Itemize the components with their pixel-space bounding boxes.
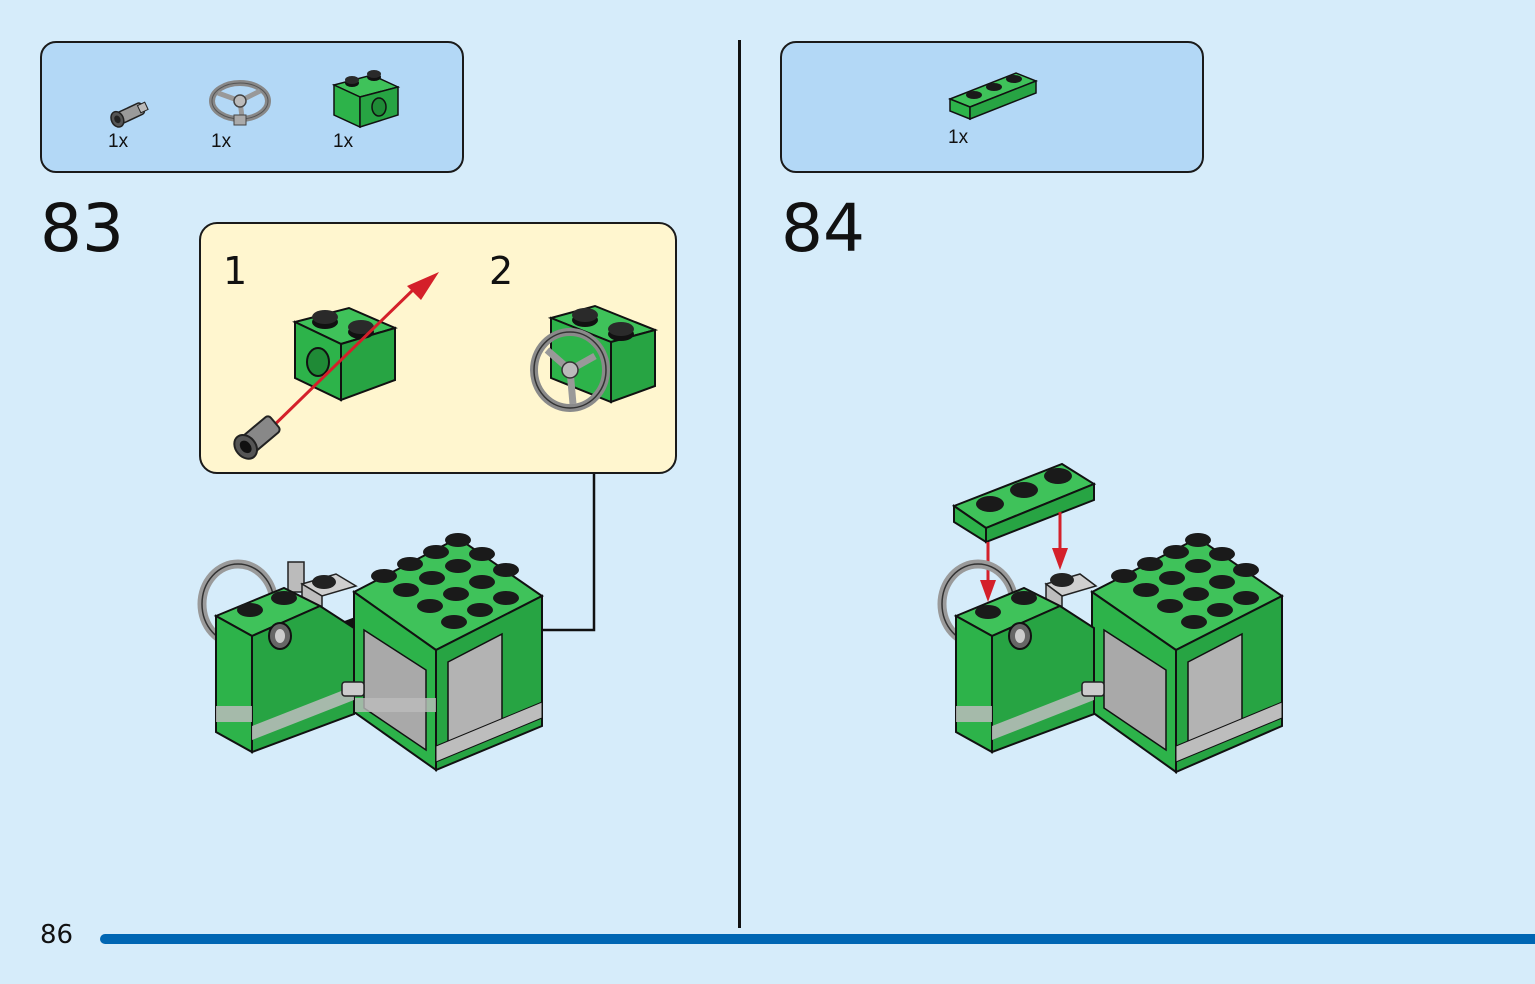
progress-bar [100, 934, 1535, 944]
substep-1-illustration [233, 272, 439, 460]
technic-brick-icon [331, 70, 401, 129]
part-qty: 1x [333, 131, 354, 152]
step-number: 84 [781, 190, 865, 267]
parts-box-step-84: 1x [780, 41, 1204, 173]
substep-number: 2 [489, 249, 514, 293]
page-divider [738, 40, 741, 928]
axle-pin-icon [110, 101, 149, 128]
plate-1x3-icon [947, 72, 1039, 121]
parts-box-step-83: 1x 1x 1x [40, 41, 464, 173]
steering-wheel-icon [209, 80, 271, 126]
part-qty: 1x [108, 131, 129, 152]
part-qty: 1x [948, 127, 969, 148]
substep-number: 1 [223, 249, 248, 293]
substep-2-illustration [530, 304, 659, 412]
step-83-model [197, 533, 544, 772]
sub-assembly-callout: 1 2 [199, 222, 677, 474]
step-84-model [937, 462, 1284, 774]
step-number: 83 [40, 190, 124, 267]
part-qty: 1x [211, 131, 232, 152]
page-number: 86 [40, 920, 74, 950]
